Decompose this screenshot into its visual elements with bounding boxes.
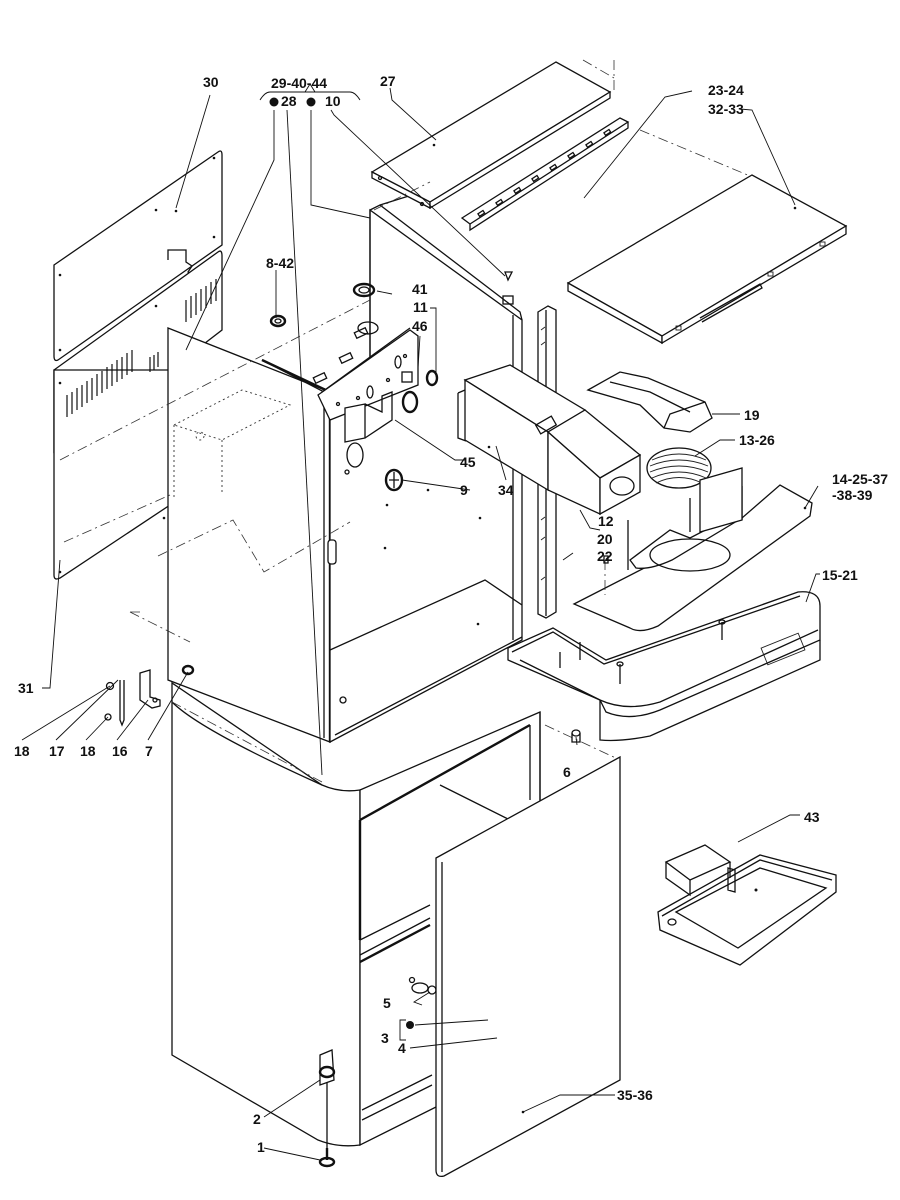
callout-18-right: 18 bbox=[80, 743, 96, 759]
callout-15-21: 15-21 bbox=[822, 567, 858, 583]
callout-8-42: 8-42 bbox=[266, 255, 294, 271]
rear-lower-panel bbox=[53, 250, 223, 580]
leader-lines bbox=[21, 83, 820, 1161]
callout-28: 28 bbox=[281, 93, 297, 109]
callout-35-36: 35-36 bbox=[617, 1087, 653, 1103]
callout-group-29-40-44: 29-40-44 bbox=[271, 75, 327, 91]
callout-41: 41 bbox=[412, 281, 428, 297]
callout-14-38-39: -38-39 bbox=[832, 487, 873, 503]
callout-43: 43 bbox=[804, 809, 820, 825]
callout-16: 16 bbox=[112, 743, 128, 759]
callout-4: 4 bbox=[398, 1040, 406, 1056]
top-lid-27 bbox=[370, 61, 612, 210]
upper-cabinet-body bbox=[167, 194, 523, 744]
explode-guides-top bbox=[373, 59, 751, 211]
callout-30: 30 bbox=[203, 74, 219, 90]
callout-27: 27 bbox=[380, 73, 396, 89]
grommet-8-42 bbox=[269, 314, 287, 328]
accessory-tray-43 bbox=[657, 844, 837, 966]
callout-32-33: 32-33 bbox=[708, 101, 744, 117]
dispenser-housing-34 bbox=[457, 364, 587, 492]
callout-2: 2 bbox=[253, 1111, 261, 1127]
callout-34: 34 bbox=[498, 482, 514, 498]
callout-labels: 29-40-44 28 10 30 27 23-24 32-33 8-42 41… bbox=[14, 73, 888, 1155]
hinge-rod-17 bbox=[119, 680, 125, 727]
grommet-11 bbox=[425, 369, 439, 387]
bumper-7 bbox=[181, 664, 195, 676]
callout-7: 7 bbox=[145, 743, 153, 759]
callout-46: 46 bbox=[412, 318, 428, 334]
dispenser-chute-12 bbox=[546, 409, 642, 516]
callout-3: 3 bbox=[381, 1030, 389, 1046]
callout-31: 31 bbox=[18, 680, 34, 696]
drip-cover-19 bbox=[586, 371, 713, 433]
hinge-bracket-16 bbox=[139, 669, 161, 709]
callout-18-left: 18 bbox=[14, 743, 30, 759]
front-panel-32-33 bbox=[566, 174, 848, 345]
callout-12: 12 bbox=[598, 513, 614, 529]
drip-tray-15-21 bbox=[507, 591, 821, 742]
hinge-23-24 bbox=[460, 117, 630, 232]
screw-18-lower bbox=[104, 713, 112, 721]
callout-10: 10 bbox=[325, 93, 341, 109]
grommet-41 bbox=[352, 282, 376, 298]
callout-22: 22 bbox=[597, 548, 613, 564]
callout-45: 45 bbox=[460, 454, 476, 470]
screw-18-upper bbox=[105, 681, 115, 691]
callout-9: 9 bbox=[460, 482, 468, 498]
callout-13-26: 13-26 bbox=[739, 432, 775, 448]
phantom-reservoir-outline bbox=[59, 299, 371, 573]
callout-17: 17 bbox=[49, 743, 65, 759]
drip-grid-13-26 bbox=[646, 447, 712, 489]
callout-14-25-37: 14-25-37 bbox=[832, 471, 888, 487]
cup-support-14-25-37 bbox=[572, 467, 813, 632]
callout-11: 11 bbox=[413, 299, 428, 315]
callout-5: 5 bbox=[383, 995, 391, 1011]
cabinet-door-35-36 bbox=[435, 755, 621, 1178]
callout-1: 1 bbox=[257, 1139, 265, 1155]
pin-6 bbox=[571, 729, 581, 743]
callout-6: 6 bbox=[563, 764, 571, 780]
callout-23-24: 23-24 bbox=[708, 82, 744, 98]
callout-19: 19 bbox=[744, 407, 760, 423]
callout-20: 20 bbox=[597, 531, 613, 547]
top-cap-10 bbox=[502, 271, 514, 305]
